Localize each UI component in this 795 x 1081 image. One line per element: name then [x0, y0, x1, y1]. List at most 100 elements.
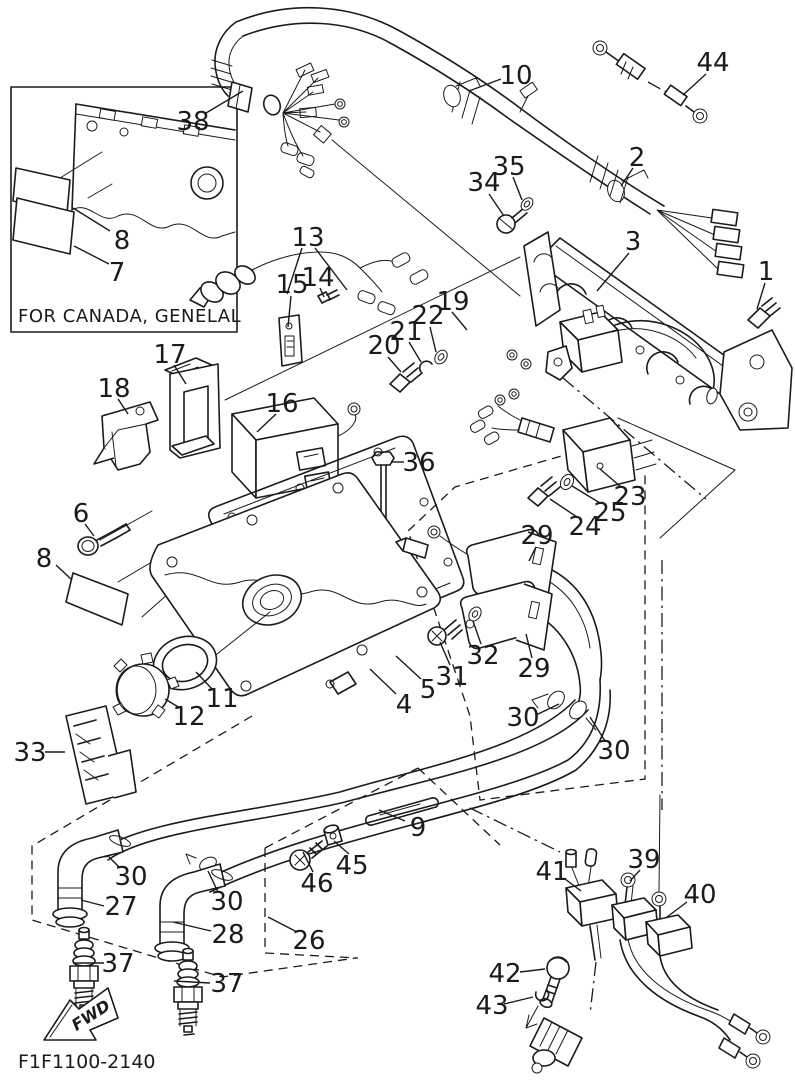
- leader-line: [369, 668, 397, 695]
- wire-clamp-30-right: [531, 690, 597, 731]
- leader-line: [108, 856, 121, 869]
- leader-line: [535, 703, 560, 716]
- part-callout-30: 30: [597, 736, 630, 766]
- leader-line: [429, 326, 437, 353]
- label-8-main: [65, 572, 129, 626]
- washer-22: [434, 349, 448, 365]
- part-callout-42: 42: [488, 959, 521, 989]
- cable-clamp-10: [443, 84, 461, 108]
- leader-line: [451, 311, 468, 331]
- figure-code: F1F1100-2140: [18, 1051, 156, 1073]
- part-callout-7: 7: [109, 258, 126, 288]
- bracket-18: [93, 401, 159, 471]
- leader-line: [117, 398, 129, 415]
- leader-line: [571, 485, 601, 504]
- leader-line: [164, 698, 181, 709]
- part-callout-4: 4: [396, 690, 413, 720]
- leader-line: [439, 641, 451, 666]
- leader-line: [172, 921, 212, 932]
- part-callout-32: 32: [466, 641, 499, 671]
- part-callout-6: 6: [73, 499, 90, 529]
- part-callout-33: 33: [13, 738, 46, 768]
- leader-line: [629, 869, 641, 882]
- leader-line: [549, 498, 578, 518]
- leader-line: [387, 356, 402, 373]
- leader-line: [55, 564, 73, 581]
- bracket-17: [164, 357, 221, 459]
- leader-line: [205, 90, 244, 114]
- leader-line: [256, 413, 277, 433]
- part-callout-8: 8: [114, 226, 131, 256]
- part-callout-34: 34: [467, 168, 500, 198]
- leader-line: [666, 901, 688, 918]
- part-callout-8: 8: [36, 544, 53, 574]
- washer-32: [468, 606, 482, 622]
- part-callout-26: 26: [292, 926, 325, 956]
- leader-line: [287, 295, 292, 328]
- part-callout-1: 1: [758, 257, 775, 287]
- leader-line: [488, 193, 505, 217]
- leader-line: [503, 996, 534, 1005]
- leader-line: [519, 968, 546, 973]
- leader-line: [589, 716, 606, 742]
- fuse-holder-39: [611, 872, 737, 1041]
- thermo-switch-13: [189, 251, 429, 367]
- bolt-20-washers-21-22: [389, 349, 448, 393]
- leader-line: [620, 167, 634, 187]
- leader-line: [267, 916, 298, 933]
- bolt-42-clip-43-boot: [525, 956, 583, 1074]
- leader-line: [512, 176, 523, 201]
- leader-line: [408, 341, 422, 363]
- cylinder-head-cover-4: [149, 472, 442, 697]
- leader-line: [564, 878, 582, 892]
- part-callout-45: 45: [335, 851, 368, 881]
- part-callout-20: 20: [367, 331, 400, 361]
- inset-box: FOR CANADA, GENELAL: [10, 86, 241, 333]
- part-callout-28: 28: [211, 920, 244, 950]
- leader-line: [472, 620, 482, 645]
- part-callout-46: 46: [300, 869, 333, 899]
- part-callout-23: 23: [613, 482, 646, 512]
- part-callout-11: 11: [205, 684, 238, 714]
- projection-lines: [31, 139, 736, 978]
- part-callout-14: 14: [301, 263, 334, 293]
- leader-line: [286, 247, 303, 295]
- bolt-1: [747, 297, 781, 329]
- leader-line: [378, 809, 406, 822]
- lock-washer-21: [418, 360, 433, 373]
- leader-line: [173, 980, 211, 984]
- cdi-unit-16: [231, 397, 361, 499]
- part-callout-16: 16: [265, 389, 298, 419]
- bolt-24: [527, 476, 561, 507]
- fwd-arrow: FWD: [43, 987, 119, 1041]
- part-callout-29: 29: [517, 654, 550, 684]
- part-callout-43: 43: [475, 991, 508, 1021]
- leader-line: [314, 247, 348, 291]
- part-callout-5: 5: [420, 675, 437, 705]
- leader-line: [84, 523, 95, 537]
- electrical-bracket-3: [506, 231, 793, 431]
- leader-line: [395, 655, 422, 680]
- leader-line: [599, 468, 622, 488]
- leader-line: [173, 364, 187, 385]
- leader-line: [682, 73, 707, 96]
- bolt-6: [77, 510, 153, 556]
- part-callout-2: 2: [629, 143, 646, 173]
- leader-line: [468, 78, 502, 92]
- part-callout-21: 21: [389, 317, 422, 347]
- part-callout-25: 25: [593, 498, 626, 528]
- part-callout-39: 39: [627, 845, 660, 875]
- screw-31: [427, 619, 463, 646]
- screw-46: [289, 840, 328, 871]
- part-callout-27: 27: [104, 892, 137, 922]
- fuse-holder-41: [565, 848, 619, 1015]
- harness-clamp: [227, 81, 253, 113]
- leader-line: [73, 245, 110, 265]
- part-callout-29: 29: [520, 521, 553, 551]
- wire-holder-33: [65, 705, 137, 805]
- leader-line: [302, 851, 314, 873]
- cable-clamp-2: [607, 179, 625, 203]
